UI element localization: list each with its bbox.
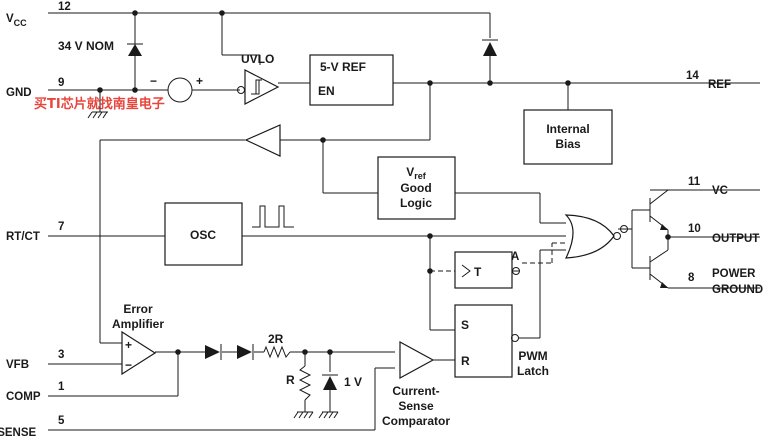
watermark-text: 买TI芯片就找南皇电子	[34, 96, 165, 112]
current-sense-comparator	[399, 340, 435, 380]
nor-gate	[564, 214, 621, 259]
ground-symbol-r	[293, 411, 314, 419]
pwm-label-line1: PWM	[518, 349, 547, 363]
ref-5v-label: 5-V REF	[320, 60, 366, 74]
pin-comp-label: COMP	[6, 391, 41, 403]
latch-s-label: S	[461, 318, 469, 332]
pin-vfb-label: VFB	[6, 359, 29, 371]
pin-vcc-label: VCC	[6, 13, 27, 28]
error-amplifier	[121, 330, 157, 376]
uvlo-label: UVLO	[241, 52, 274, 66]
good-label: Good	[400, 181, 431, 195]
logic-label: Logic	[400, 196, 432, 210]
error-amp-label-line1: Error	[123, 302, 153, 316]
pin-vfb-number: 3	[58, 349, 64, 361]
toggle-flipflop-block	[454, 251, 513, 289]
pin-gnd-label: GND	[6, 87, 32, 99]
uvlo-comparator	[237, 69, 280, 105]
vref-label: Vref	[406, 165, 427, 181]
ground-symbol-zener	[318, 411, 339, 419]
vref-good-logic-block	[377, 156, 456, 220]
internal-bias-block	[523, 109, 613, 165]
output-stage	[620, 189, 669, 289]
resistor-2r	[263, 345, 291, 359]
pin-pgnd-label-line1: POWER	[712, 268, 756, 280]
amp-minus-sign: −	[125, 358, 132, 372]
pulse-waveform	[252, 205, 294, 228]
pin-output-label: OUTPUT	[712, 233, 759, 245]
resistor-r-label: R	[286, 373, 295, 387]
pin-rtct-label: RT/CT	[6, 231, 40, 243]
osc-block	[164, 202, 243, 266]
clock-edge-icon	[461, 264, 471, 278]
pin-comp-number: 1	[58, 381, 65, 393]
pin-vcc-number: 12	[58, 1, 71, 13]
sum-minus-sign: −	[150, 74, 157, 88]
cs-label-line2: Sense	[398, 399, 434, 413]
zener-34v-label: 34 V NOM	[58, 39, 114, 53]
pin-vc-number: 11	[688, 176, 701, 188]
pin-vc-label: VC	[712, 185, 728, 197]
series-diodes	[205, 344, 254, 360]
toggle-label: T	[474, 265, 482, 279]
amp-plus-sign: +	[125, 338, 132, 352]
ground-symbol-gnd	[87, 111, 108, 119]
zener-1v-label: 1 V	[344, 375, 362, 389]
pin-isense-number: 5	[58, 415, 65, 427]
cs-label-line3: Comparator	[382, 414, 450, 428]
resistor-2r-label: 2R	[268, 332, 284, 346]
pin-pgnd-number: 8	[688, 272, 695, 284]
pin-rtct-number: 7	[58, 221, 64, 233]
pwm-latch-block	[454, 304, 513, 378]
zener-34v	[127, 43, 143, 56]
summing-junction: − +	[150, 74, 203, 103]
pin-gnd-number: 9	[58, 77, 64, 89]
pwm-label-line2: Latch	[517, 364, 549, 378]
pin-isense-label: ISENSE	[0, 427, 37, 437]
latch-r-label: R	[461, 354, 470, 368]
resistor-r	[298, 365, 312, 401]
enable-label: EN	[318, 84, 335, 98]
toggle-output-a: A	[511, 251, 519, 263]
internal-bias-line2: Bias	[555, 137, 581, 151]
ref-diode	[482, 39, 498, 56]
ref-5v-block	[309, 54, 394, 106]
ref-buffer	[244, 124, 281, 157]
pin-ref-number: 14	[686, 70, 699, 82]
cs-label-line1: Current-	[392, 384, 439, 398]
osc-label: OSC	[190, 228, 216, 242]
pin-pgnd-label-line2: GROUND	[712, 284, 763, 296]
sum-plus-sign: +	[196, 74, 203, 88]
zener-1v	[322, 374, 338, 390]
pin-ref-label: REF	[708, 79, 731, 91]
junction-dots	[97, 10, 671, 355]
pin-output-number: 10	[688, 223, 701, 235]
error-amp-label-line2: Amplifier	[112, 317, 164, 331]
internal-bias-line1: Internal	[546, 122, 589, 136]
